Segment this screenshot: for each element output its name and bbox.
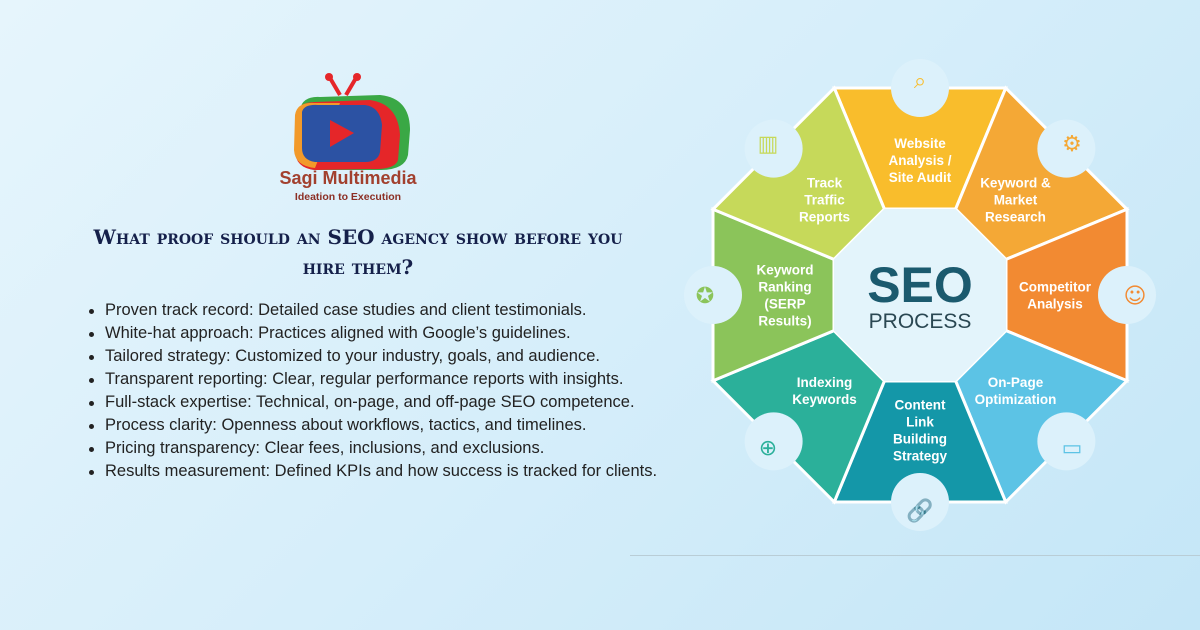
list-item: Results measurement: Defined KPIs and ho… — [84, 460, 684, 483]
segment-label: Strategy — [893, 449, 948, 464]
center-subtitle: PROCESS — [869, 310, 972, 333]
segment-label: Analysis / — [888, 153, 951, 168]
segment-label: Reports — [799, 210, 850, 225]
list-item: Tailored strategy: Customized to your in… — [84, 345, 684, 368]
segment-notch — [891, 59, 949, 117]
page-heading: What proof should an SEO agency show bef… — [93, 225, 623, 279]
segment-label: Research — [985, 210, 1046, 225]
center-octagon — [834, 209, 1006, 381]
list-item: Full-stack expertise: Technical, on-page… — [84, 391, 684, 414]
list-item: Process clarity: Openness about workflow… — [84, 414, 684, 437]
segment-label: Track — [807, 176, 843, 191]
competitor-icon: ☺ — [1124, 284, 1147, 309]
segment-notch — [744, 412, 803, 471]
segment-label: Market — [994, 193, 1038, 208]
brand-tagline: Ideation to Execution — [294, 191, 402, 203]
segment-label: Keyword — [756, 263, 813, 278]
segment-label: On-Page — [988, 375, 1044, 390]
list-item: Transparent reporting: Clear, regular pe… — [84, 368, 684, 391]
segment-label: Traffic — [804, 193, 845, 208]
globe-key-icon: ⊕ — [759, 436, 777, 461]
segment-label: Analysis — [1027, 297, 1083, 312]
list-item: Proven track record: Detailed case studi… — [84, 299, 684, 322]
link-icon: 🔗 — [906, 497, 933, 524]
center-title: SEO — [867, 257, 973, 313]
segment-notch — [744, 119, 803, 178]
segment-label: Website — [894, 136, 946, 151]
segment-label: Link — [906, 415, 934, 430]
list-item: Pricing transparency: Clear fees, inclus… — [84, 437, 684, 460]
segment-label: Results) — [758, 314, 811, 329]
segment-label: Building — [893, 432, 947, 447]
research-icon: ⚙ — [1062, 132, 1082, 157]
segment-label: Competitor — [1019, 280, 1092, 295]
chart-icon: ▥ — [758, 132, 779, 157]
medal-icon: ✪ — [696, 284, 714, 309]
magnifier-icon: ⌕ — [914, 69, 926, 94]
segment-label: Keywords — [792, 392, 857, 407]
segment-label: Ranking — [758, 280, 811, 295]
browser-search-icon: ▭ — [1062, 436, 1083, 461]
segment-notch — [1037, 119, 1096, 178]
segment-label: Content — [895, 398, 946, 413]
divider — [630, 555, 1200, 556]
segment-notch — [1098, 266, 1156, 324]
segment-notch — [891, 473, 949, 531]
segment-notch — [684, 266, 742, 324]
segment-label: Site Audit — [889, 170, 952, 185]
brand-logo — [294, 73, 410, 170]
brand-name: Sagi Multimedia — [279, 168, 417, 188]
segment-label: (SERP — [764, 297, 805, 312]
segment-notch — [1037, 412, 1096, 471]
segment-label: Indexing — [797, 375, 853, 390]
proof-list: Proven track record: Detailed case studi… — [84, 299, 684, 483]
list-item: White-hat approach: Practices aligned wi… — [84, 322, 684, 345]
segment-label: Optimization — [975, 392, 1057, 407]
segment-label: Keyword & — [980, 176, 1051, 191]
